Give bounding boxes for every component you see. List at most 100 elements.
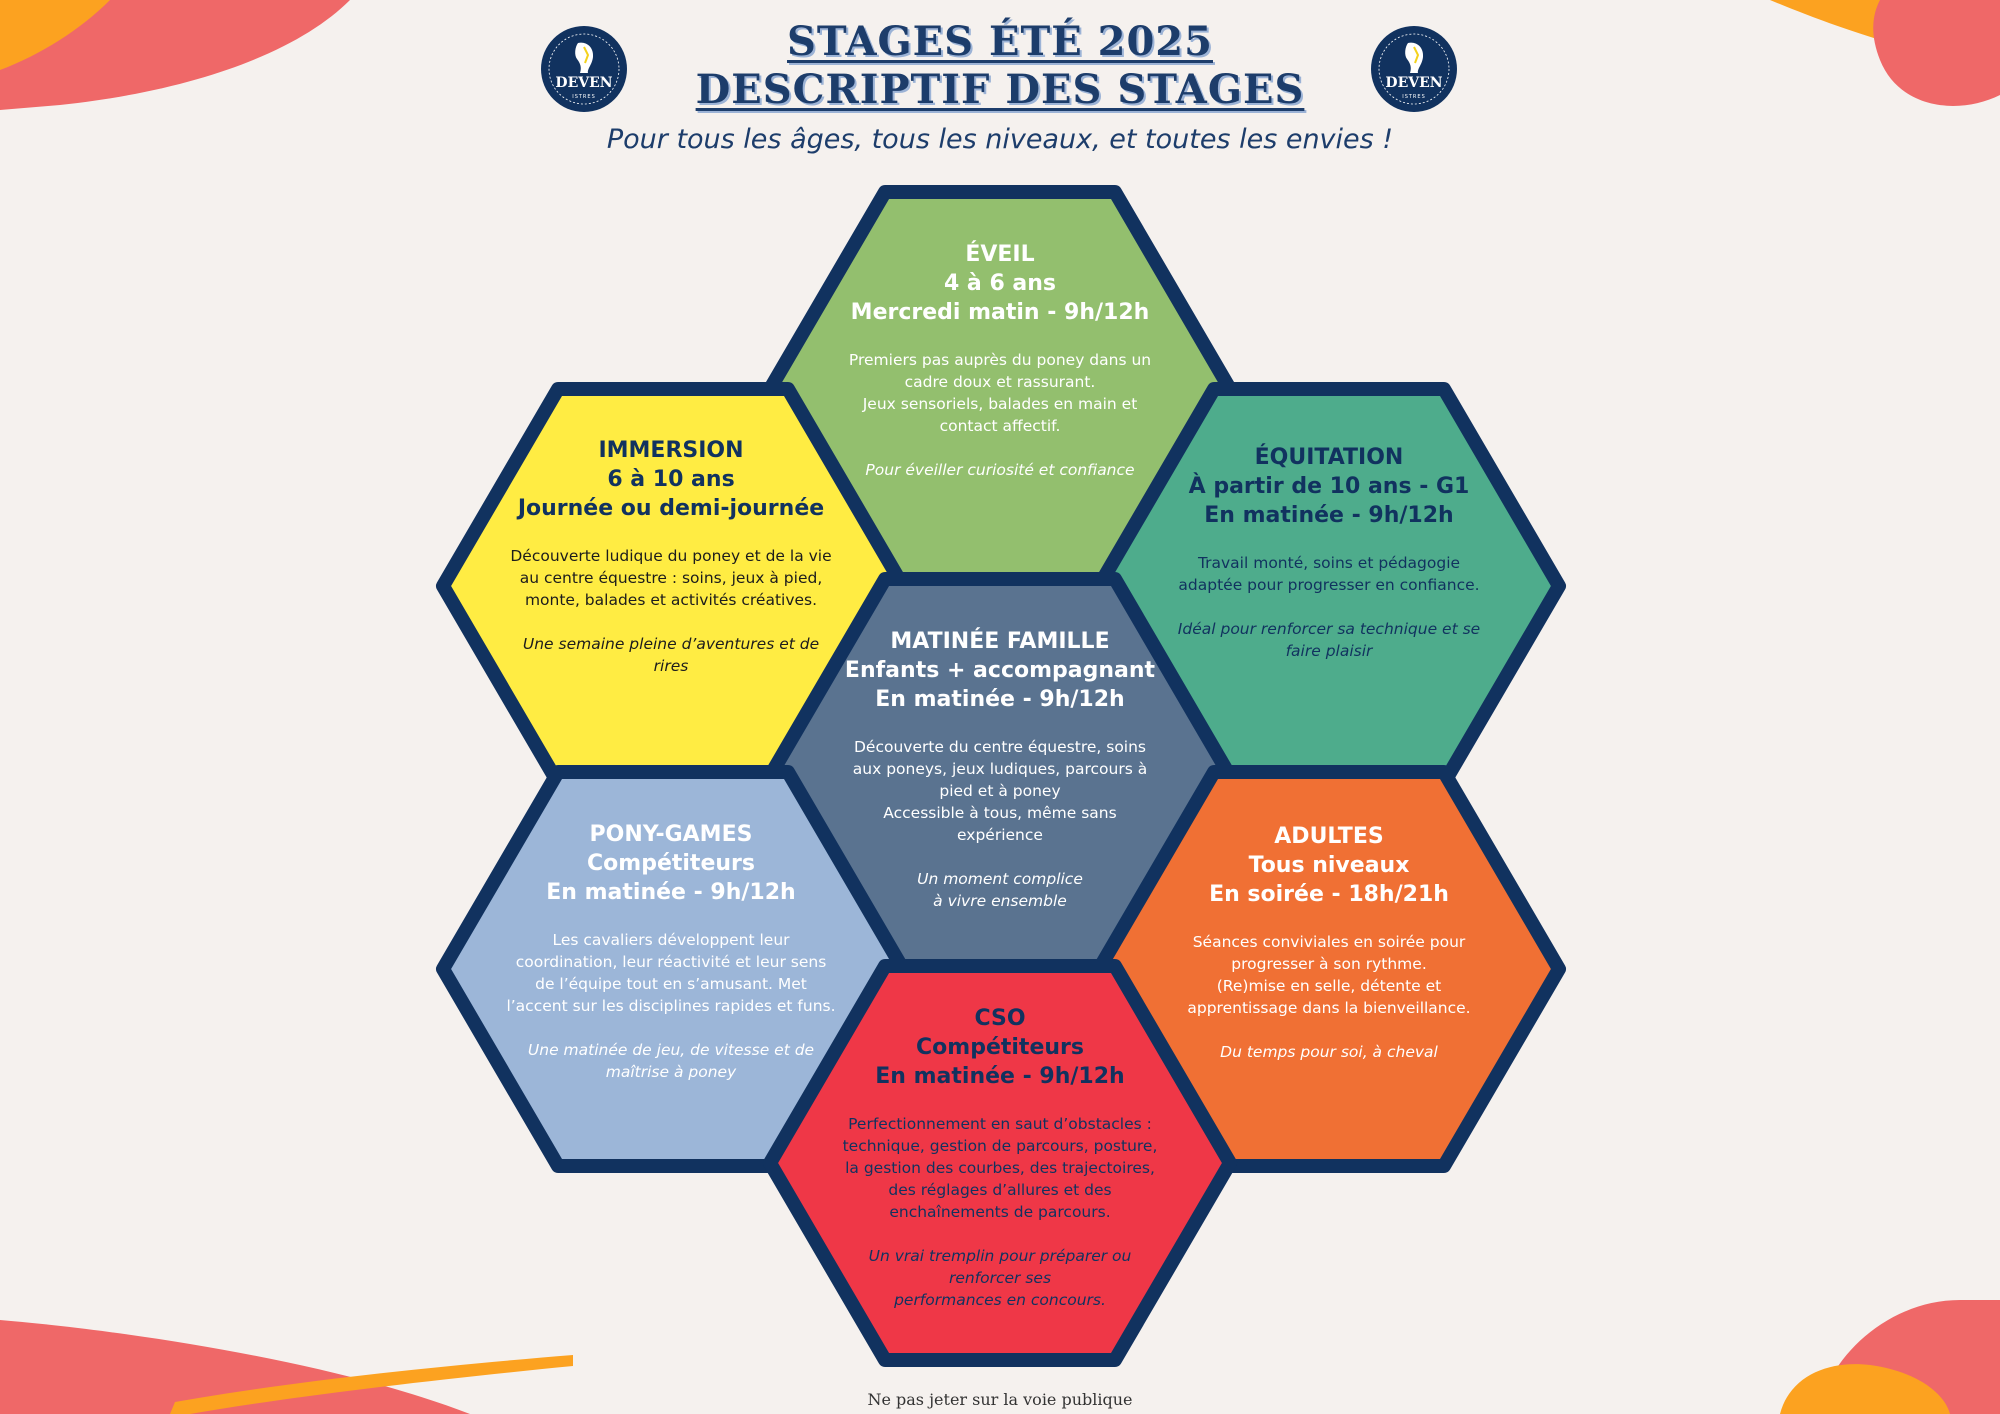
stage-description-line: adaptée pour progresser en confiance. (1178, 576, 1480, 594)
logo-city: ISTRES (572, 94, 596, 100)
top-right-blob (1873, 0, 2000, 106)
horse-emblem-icon (541, 26, 627, 112)
stage-tagline-line: Un vrai tremplin pour préparer ou (868, 1247, 1132, 1265)
stage-tagline-line: performances en concours. (894, 1291, 1106, 1309)
stage-description: Perfectionnement en saut d’obstacles : te… (820, 1113, 1180, 1223)
top-left-blob (0, 0, 350, 110)
stage-description-line: expérience (957, 826, 1043, 844)
stage-description-line: l’accent sur les disciplines rapides et … (506, 997, 836, 1015)
stage-tagline-line: Du temps pour soi, à cheval (1220, 1043, 1438, 1061)
stage-description-line: cadre doux et rassurant. (904, 373, 1096, 391)
stage-description: Premiers pas auprès du poney dans un cadr… (830, 349, 1170, 437)
stage-description-line: Accessible à tous, même sans (883, 804, 1117, 822)
top-left-orange-accent (0, 0, 110, 70)
stage-detail: Enfants + accompagnant (844, 658, 1156, 683)
stage-name: ÉVEIL (965, 242, 1035, 267)
stage-description-line: Jeux sensoriels, balades en main et (862, 395, 1138, 413)
bottom-left-orange-stroke (170, 1355, 573, 1414)
stage-tagline-line: Une matinée de jeu, de vitesse et de (527, 1041, 815, 1059)
stage-detail: 4 à 6 ans (943, 271, 1057, 296)
horse-emblem-icon (1371, 26, 1457, 112)
logo-left: DEVEN ISTRES (540, 25, 628, 113)
stage-tagline-line: renforcer ses (948, 1269, 1052, 1287)
stage-detail: 6 à 10 ans (607, 467, 735, 492)
stage-description-line: technique, gestion de parcours, posture, (842, 1137, 1158, 1155)
stage-name: ÉQUITATION (1254, 445, 1404, 470)
stage-title: PONY-GAMES Compétiteurs En matinée - 9h/12… (491, 820, 851, 907)
stage-description-line: coordination, leur réactivité et leur se… (515, 953, 827, 971)
logo-name: DEVEN (1385, 75, 1443, 91)
stage-description: Découverte ludique du poney et de la vie… (496, 545, 846, 611)
stage-detail: En matinée - 9h/12h (875, 1064, 1125, 1089)
stage-description-line: apprentissage dans la bienveillance. (1187, 999, 1471, 1017)
stage-title: ADULTES Tous niveaux En soirée - 18h/21h (1154, 822, 1504, 909)
stage-detail: En matinée - 9h/12h (875, 687, 1125, 712)
page-subtitle: Pour tous les âges, tous les niveaux, et… (606, 124, 1394, 155)
page-title-line2: DESCRIPTIF DES STAGES (695, 66, 1305, 113)
page-title-line1: STAGES ÉTÉ 2025 (787, 18, 1213, 65)
stage-tagline: Pour éveiller curiosité et confiance (830, 459, 1170, 481)
stage-description-line: de l’équipe tout en s’amusant. Met (535, 975, 807, 993)
stage-description-line: contact affectif. (939, 417, 1061, 435)
logo-name: DEVEN (555, 75, 613, 91)
stage-tagline: Une matinée de jeu, de vitesse et de maît… (491, 1039, 851, 1083)
stage-tagline-line: à vivre ensemble (933, 892, 1067, 910)
stage-ponygames: PONY-GAMES Compétiteurs En matinée - 9h/12… (491, 820, 851, 1083)
stage-description-line: Séances conviviales en soirée pour (1192, 933, 1466, 951)
stage-description-line: des réglages d’allures et des (888, 1181, 1112, 1199)
stage-description-line: enchaînements de parcours. (889, 1203, 1111, 1221)
logo-right: DEVEN ISTRES (1370, 25, 1458, 113)
stage-detail: Compétiteurs (587, 851, 755, 876)
stage-description-line: Travail monté, soins et pédagogie (1197, 554, 1461, 572)
stage-tagline-line: maîtrise à poney (605, 1063, 737, 1081)
stage-name: IMMERSION (598, 438, 744, 463)
stage-description-line: aux poneys, jeux ludiques, parcours à (852, 760, 1148, 778)
footer-note: Ne pas jeter sur la voie publique (867, 1390, 1133, 1409)
stage-description-line: au centre équestre : soins, jeux à pied, (519, 569, 823, 587)
stage-description-line: monte, balades et activités créatives. (524, 591, 818, 609)
stage-detail: En soirée - 18h/21h (1209, 882, 1449, 907)
stage-description: Travail monté, soins et pédagogie adaptée… (1154, 552, 1504, 596)
logo-city: ISTRES (1402, 94, 1426, 100)
stage-description-line: (Re)mise en selle, détente et (1216, 977, 1442, 995)
bottom-right-orange-accent (1780, 1364, 1950, 1414)
stage-tagline: Un vrai tremplin pour préparer ou renforc… (820, 1245, 1180, 1311)
stage-description: Séances conviviales en soirée pour progre… (1154, 931, 1504, 1019)
stage-detail: Tous niveaux (1248, 853, 1410, 878)
stage-famille: MATINÉE FAMILLE Enfants + accompagnant En … (830, 627, 1170, 912)
bottom-left-blob (0, 1320, 470, 1414)
stage-description-line: Premiers pas auprès du poney dans un (848, 351, 1152, 369)
stage-description-line: la gestion des courbes, des trajectoires… (845, 1159, 1155, 1177)
stage-description-line: progresser à son rythme. (1231, 955, 1427, 973)
hex-cso (763, 959, 1237, 1367)
stage-name: CSO (974, 1006, 1026, 1031)
stage-detail: Journée ou demi-journée (517, 496, 825, 521)
stage-detail: Mercredi matin - 9h/12h (850, 300, 1150, 325)
stage-title: MATINÉE FAMILLE Enfants + accompagnant En … (830, 627, 1170, 714)
stage-description-line: pied et à poney (939, 782, 1061, 800)
stage-tagline-line: rires (653, 657, 689, 675)
stage-tagline: Du temps pour soi, à cheval (1154, 1041, 1504, 1063)
stage-name: ADULTES (1274, 824, 1384, 849)
stage-description-line: Perfectionnement en saut d’obstacles : (848, 1115, 1152, 1133)
stage-detail: En matinée - 9h/12h (546, 880, 796, 905)
stage-name: PONY-GAMES (589, 822, 753, 847)
stage-name: MATINÉE FAMILLE (890, 629, 1110, 654)
stage-description-line: Découverte ludique du poney et de la vie (510, 547, 832, 565)
